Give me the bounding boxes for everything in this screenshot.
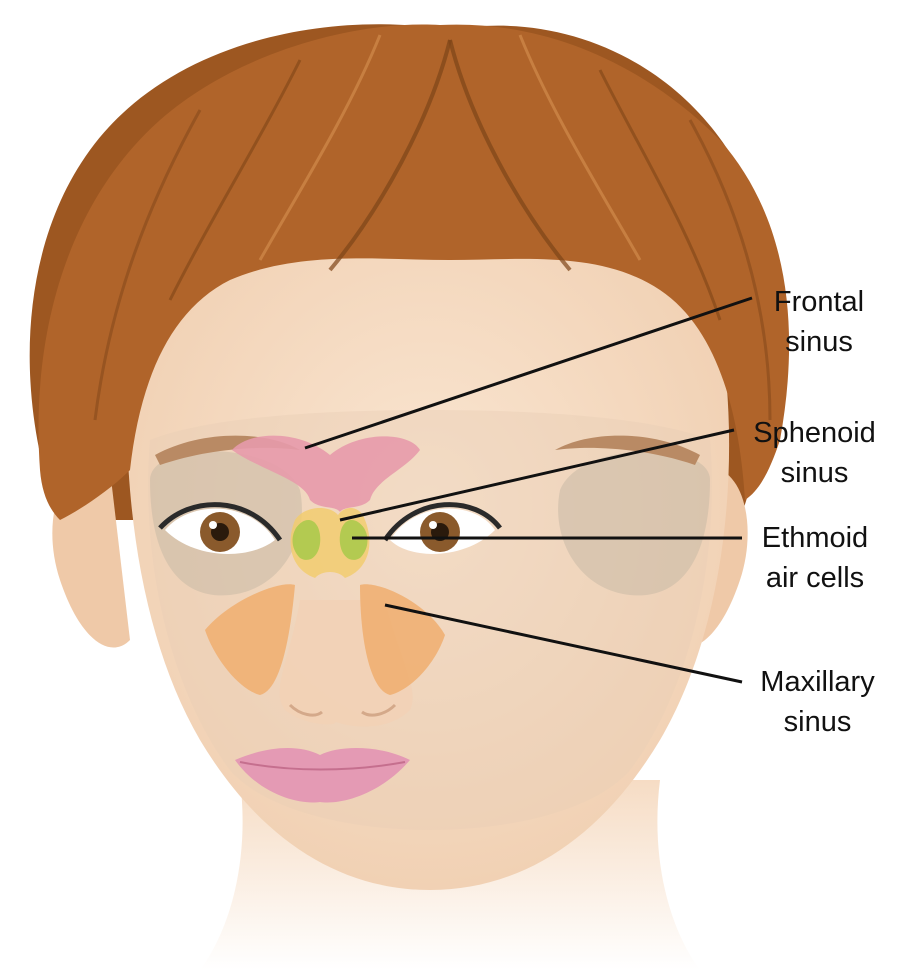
maxillary-sinus-label: Maxillary sinus <box>738 662 897 742</box>
sphenoid-sinus-label-line1: Sphenoid <box>732 413 897 453</box>
ethmoid-air-cells-label: Ethmoid air cells <box>740 518 890 598</box>
frontal-sinus-label-line1: Frontal <box>744 282 894 322</box>
frontal-sinus-label: Frontal sinus <box>744 282 894 362</box>
ethmoid-label-line1: Ethmoid <box>740 518 890 558</box>
maxillary-sinus-label-line2: sinus <box>738 702 897 742</box>
frontal-sinus-label-line2: sinus <box>744 322 894 362</box>
ethmoid-label-line2: air cells <box>740 558 890 598</box>
sphenoid-sinus-label-line2: sinus <box>732 453 897 493</box>
maxillary-sinus-label-line1: Maxillary <box>738 662 897 702</box>
sphenoid-sinus-label: Sphenoid sinus <box>732 413 897 493</box>
